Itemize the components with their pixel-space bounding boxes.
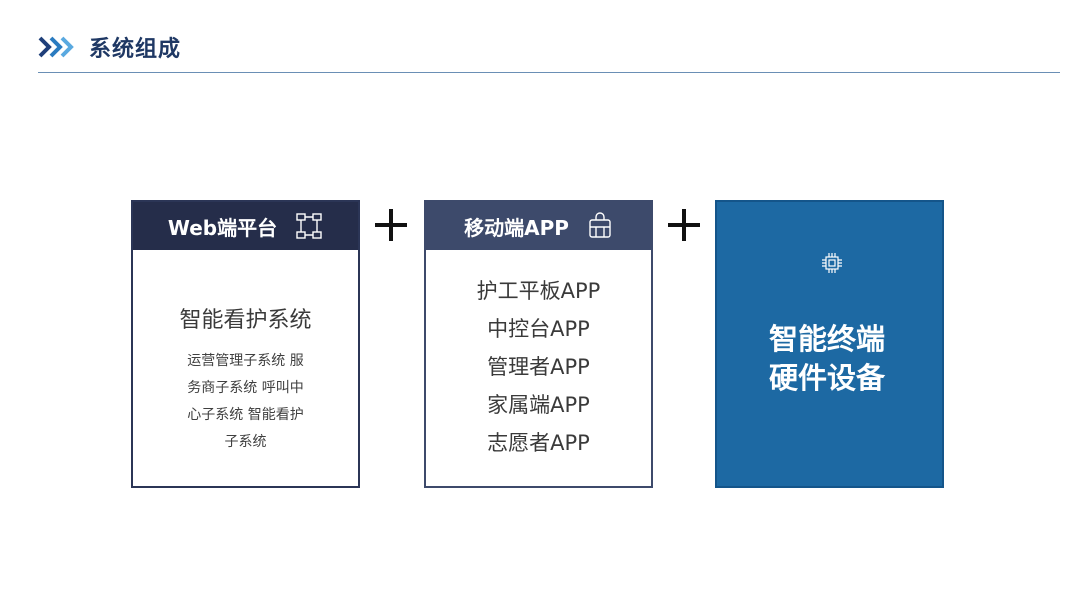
header-divider: [38, 72, 1060, 73]
chevrons-icon: [38, 35, 74, 59]
web-subsystems: 运营管理子系统 服务商子系统 呼叫中心子系统 智能看护子系统: [187, 353, 304, 450]
hardware-label: 智能终端 硬件设备: [769, 322, 886, 395]
web-platform-header: Web端平台: [133, 202, 358, 250]
flowchart-icon: [295, 212, 323, 240]
chip-icon: [821, 252, 843, 278]
package-icon: [587, 212, 613, 240]
mobile-app-item: 家属端APP: [487, 393, 590, 417]
page-title: 系统组成: [89, 37, 182, 62]
plus-icon: [664, 205, 704, 245]
mobile-app-title: 移动端APP: [464, 215, 569, 240]
web-platform-title: Web端平台: [167, 215, 278, 240]
web-system-name: 智能看护系统: [179, 308, 312, 333]
plus-icon: [371, 205, 411, 245]
web-platform-card: Web端平台 智能看护系统 运营管理子系统 服务商子系统 呼叫中心子系统 智能看…: [131, 200, 360, 488]
mobile-app-item: 中控台APP: [487, 317, 590, 341]
mobile-app-item: 管理者APP: [487, 355, 590, 379]
mobile-app-item: 护工平板APP: [476, 279, 601, 303]
hardware-card: 智能终端 硬件设备: [715, 200, 944, 488]
page-header: 系统组成: [38, 30, 181, 64]
mobile-app-card: 移动端APP 护工平板APP 中控台APP 管理者APP 家属端APP 志愿者A…: [424, 200, 653, 488]
mobile-app-header: 移动端APP: [426, 202, 651, 250]
mobile-app-item: 志愿者APP: [487, 431, 590, 455]
